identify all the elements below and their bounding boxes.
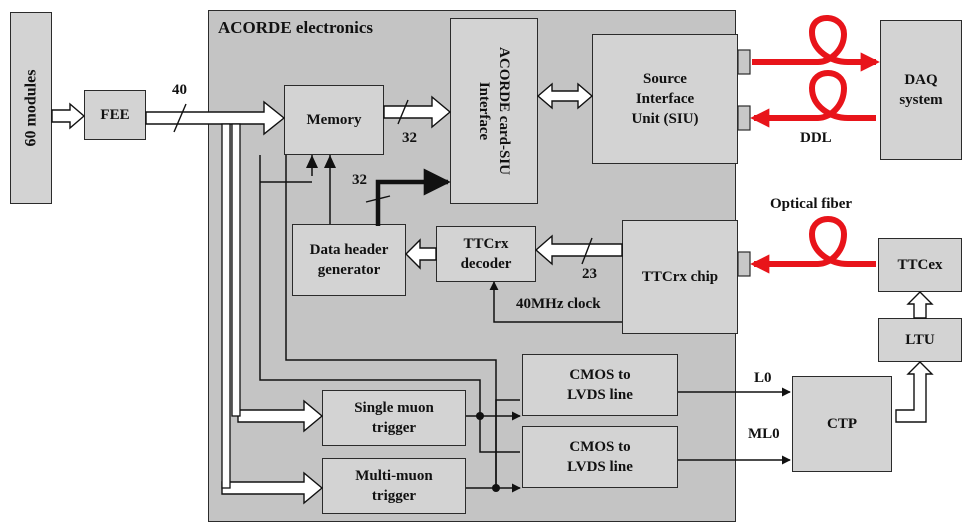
- line-single-cmos2: [480, 416, 520, 452]
- bus-arrow-single-muon: [238, 401, 322, 431]
- bus-arrow-ctp-ltu: [896, 362, 932, 422]
- connectors: [738, 50, 750, 276]
- bus-header-interface: [378, 182, 448, 226]
- bus-arrow-interface-siu: [538, 84, 592, 108]
- bus-label-23: 23: [582, 266, 597, 283]
- bus-arrow-modules-fee: [52, 104, 84, 128]
- bus-arrow-multi-muon: [222, 473, 322, 503]
- bus-arrow-memory-interface: [384, 97, 450, 127]
- bus-arrow-decoder-header: [406, 240, 436, 268]
- bus-arrow-fee-memory: [146, 102, 284, 134]
- ml0-label: ML0: [748, 426, 780, 443]
- bus-label-32-header: 32: [352, 172, 367, 189]
- bus-trunks: [222, 124, 240, 488]
- signal-lines: [260, 155, 790, 488]
- bus-label-32-memory: 32: [402, 130, 417, 147]
- optical-fiber-label: Optical fiber: [770, 196, 852, 213]
- clock-label: 40MHz clock: [516, 296, 601, 313]
- line-memory-multi: [286, 155, 496, 488]
- bus-arrow-chip-decoder: [536, 236, 622, 264]
- bus-label-40: 40: [172, 82, 187, 99]
- bus-arrow-ltu-ttcex: [908, 292, 932, 318]
- line-memory-single: [260, 155, 480, 416]
- l0-label: L0: [754, 370, 772, 387]
- junction-dots: [306, 155, 500, 492]
- line-multi-cmos1: [496, 400, 520, 488]
- ddl-label: DDL: [800, 130, 832, 147]
